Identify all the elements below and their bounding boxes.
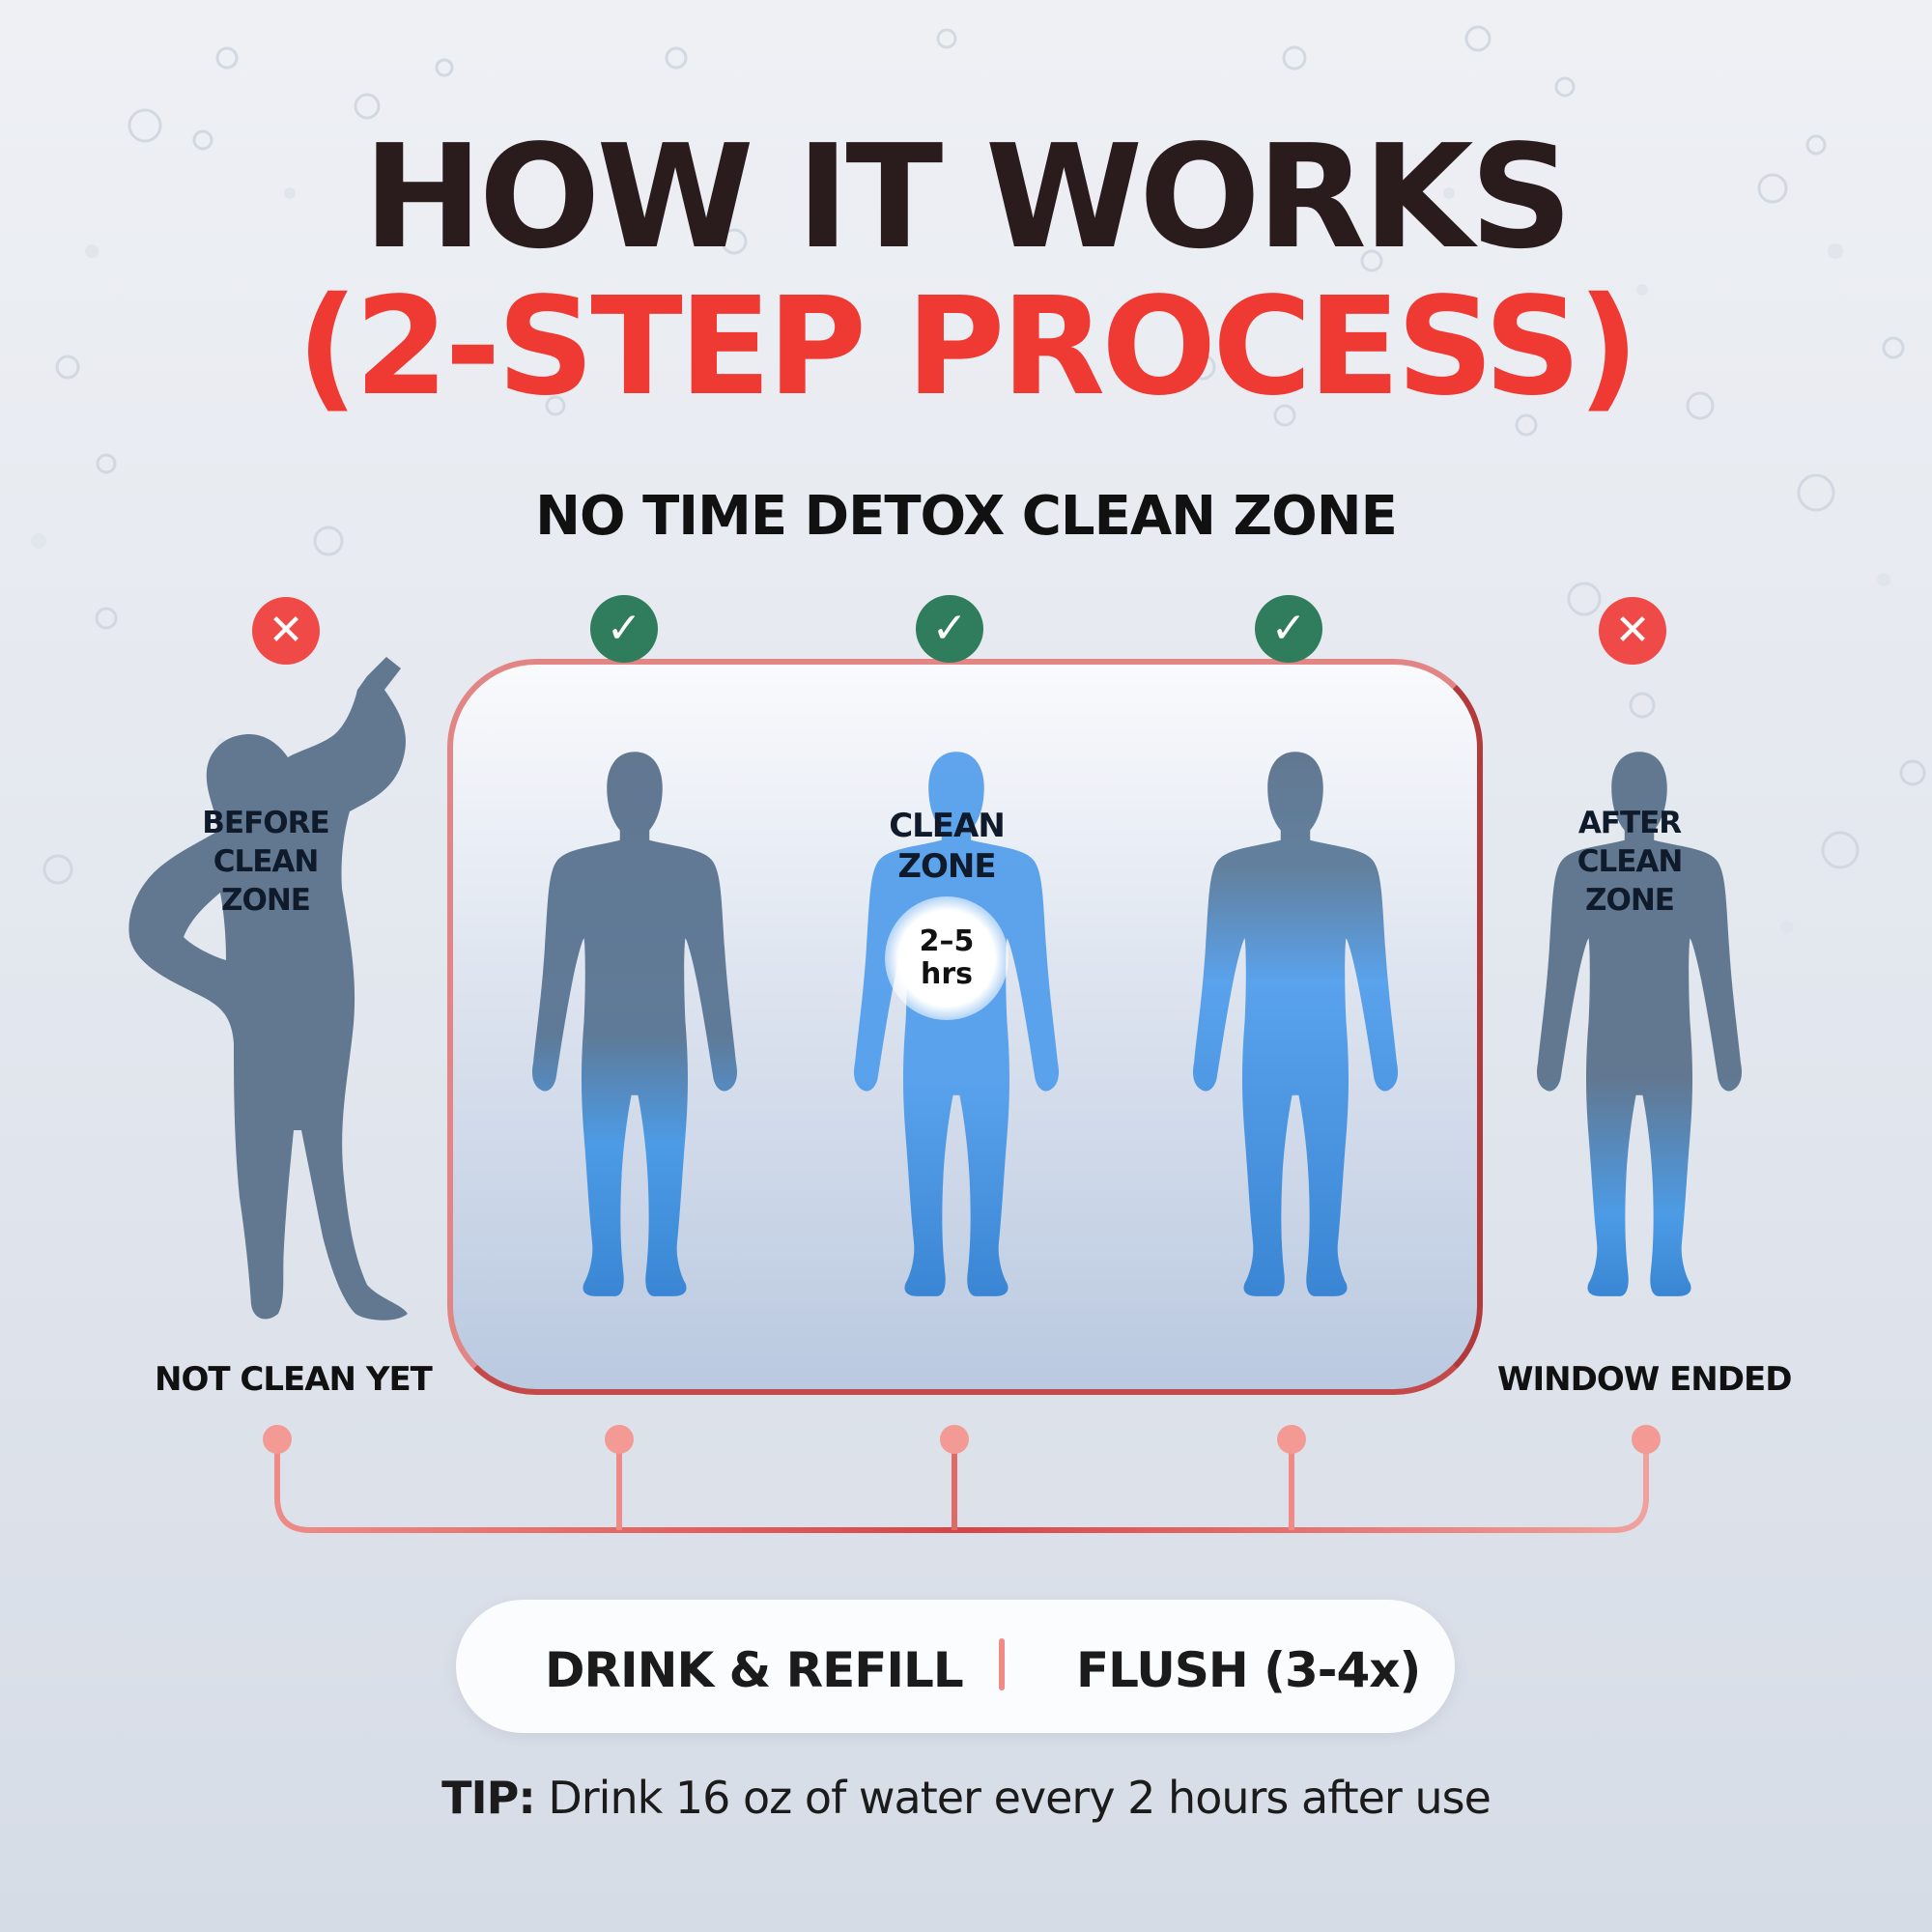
person-figure-after [1536, 752, 1743, 1296]
title-line-1: HOW IT WORKS [362, 114, 1573, 280]
person-figure-early [531, 752, 738, 1296]
check-icon: ✓ [1255, 595, 1322, 663]
drinking-person-figure [128, 657, 409, 1321]
x-icon: ✕ [252, 597, 320, 665]
step-flush: FLUSH (3-4x) [1076, 1642, 1421, 1698]
tip-body: Drink 16 oz of water every 2 hours after… [534, 1772, 1492, 1824]
person-figure-late [1192, 752, 1399, 1296]
check-icon: ✓ [590, 595, 658, 663]
tip-text: TIP: Drink 16 oz of water every 2 hours … [0, 1772, 1932, 1824]
step-drink-refill: DRINK & REFILL [545, 1642, 964, 1698]
step-divider [999, 1638, 1005, 1690]
person-figure-clean [853, 752, 1060, 1296]
process-steps-bar: DRINK & REFILL FLUSH (3-4x) [456, 1600, 1455, 1733]
not-clean-yet-caption: NOT CLEAN YET [155, 1360, 433, 1399]
x-icon: ✕ [1599, 597, 1666, 665]
title-line-2: (2-STEP PROCESS) [297, 269, 1639, 426]
subtitle: NO TIME DETOX CLEAN ZONE [535, 485, 1398, 548]
water-drops-background [31, 25, 1926, 934]
timeline-connector [263, 1425, 1661, 1533]
check-icon: ✓ [916, 595, 983, 663]
window-ended-caption: WINDOW ENDED [1497, 1360, 1792, 1399]
tip-label: TIP: [441, 1772, 536, 1824]
